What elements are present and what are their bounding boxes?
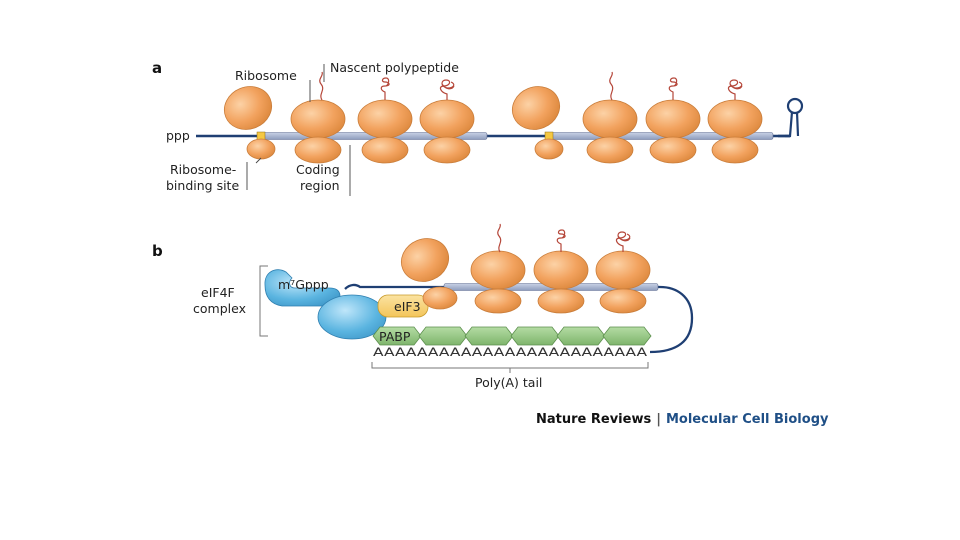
eif3-label: eIF3 [394, 299, 421, 314]
poly-a-bracket [371, 362, 649, 373]
ribosome-binding-site-label-line1: Ribosome- [170, 162, 236, 177]
nascent-polypeptide-label: Nascent polypeptide [330, 60, 459, 75]
cap-label: m⁷Gppp [278, 277, 329, 292]
ribosome-b1 [470, 250, 526, 314]
pabp-4 [510, 326, 560, 346]
pabp-2 [418, 326, 468, 346]
pabp-3 [464, 326, 514, 346]
eif4f-label-line2: complex [193, 301, 246, 316]
ribosome-a5 [645, 99, 701, 164]
rbs-leader-tick [255, 157, 262, 164]
ribosome-a1 [290, 99, 346, 164]
credit-separator: | [656, 412, 661, 427]
ribosome-a6 [707, 99, 763, 164]
poly-a-tail-label: Poly(A) tail [475, 375, 542, 390]
pabp-6 [602, 326, 652, 346]
ribosome-label: Ribosome [235, 68, 297, 83]
pabp-5 [556, 326, 606, 346]
ribosome-binding-site-label-line2: binding site [166, 178, 239, 193]
eif4f-bracket [259, 265, 268, 337]
journal-credit: Nature Reviews | Molecular Cell Biology [536, 412, 829, 427]
nascent-polypeptides-b [497, 223, 631, 253]
journal-name: Nature Reviews [536, 412, 651, 427]
ribosome-b2 [533, 250, 589, 314]
nascent-polypeptides-a [319, 71, 743, 101]
ppp-label: ppp [166, 128, 190, 143]
eif4f-label-line1: eIF4F [201, 285, 235, 300]
panel-b-letter: b [152, 242, 163, 260]
pabp-label: PABP [379, 329, 411, 344]
ribosome-large-subunit-free-1 [223, 86, 273, 130]
ribosome-large-subunit-free-2 [511, 86, 561, 130]
hairpin-stem [785, 111, 800, 138]
ribosome-large-subunit-free-b [400, 238, 450, 282]
hairpin-loop [786, 97, 804, 115]
pabp-chain [372, 326, 652, 346]
panel-a-letter: a [152, 59, 162, 77]
poly-a-sequence: AAAAAAAAAAAAAAAAAAAAAAAAA [373, 345, 647, 359]
ribosome-a4 [582, 99, 638, 164]
mrna-strand-loop [344, 283, 694, 354]
ribosome-small-subunit-initiating-b [422, 286, 458, 310]
ribosome-b3 [595, 250, 651, 314]
ribosome-a3 [419, 99, 475, 164]
journal-section: Molecular Cell Biology [666, 412, 829, 427]
coding-region-label-line2: region [300, 178, 340, 193]
ribosome-small-subunit-initiating-2 [534, 138, 564, 160]
coding-region-label-line1: Coding [296, 162, 340, 177]
panel-a: a [152, 59, 804, 196]
panel-b: b eIF4F complex eIF3 m⁷Gppp [152, 223, 694, 390]
ribosome-a2 [357, 99, 413, 164]
ribosome-small-subunit-initiating-1 [246, 138, 276, 160]
